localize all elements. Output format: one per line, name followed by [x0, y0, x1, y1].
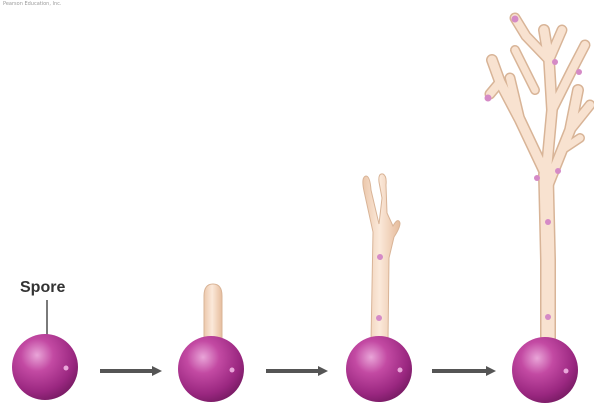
stage-germinating-spore	[178, 284, 244, 402]
spore-nucleus	[64, 366, 69, 371]
germ-tube	[204, 284, 222, 342]
young-hypha-spore-nucleus	[398, 368, 403, 373]
germinating-spore-nucleus	[230, 368, 235, 373]
mycelium-spore-nucleus	[564, 369, 569, 374]
stage-spore	[12, 300, 78, 400]
stage-branched-mycelium	[485, 16, 591, 404]
spore-label: Spore	[20, 279, 65, 297]
mycelium-nuclei	[485, 16, 583, 321]
